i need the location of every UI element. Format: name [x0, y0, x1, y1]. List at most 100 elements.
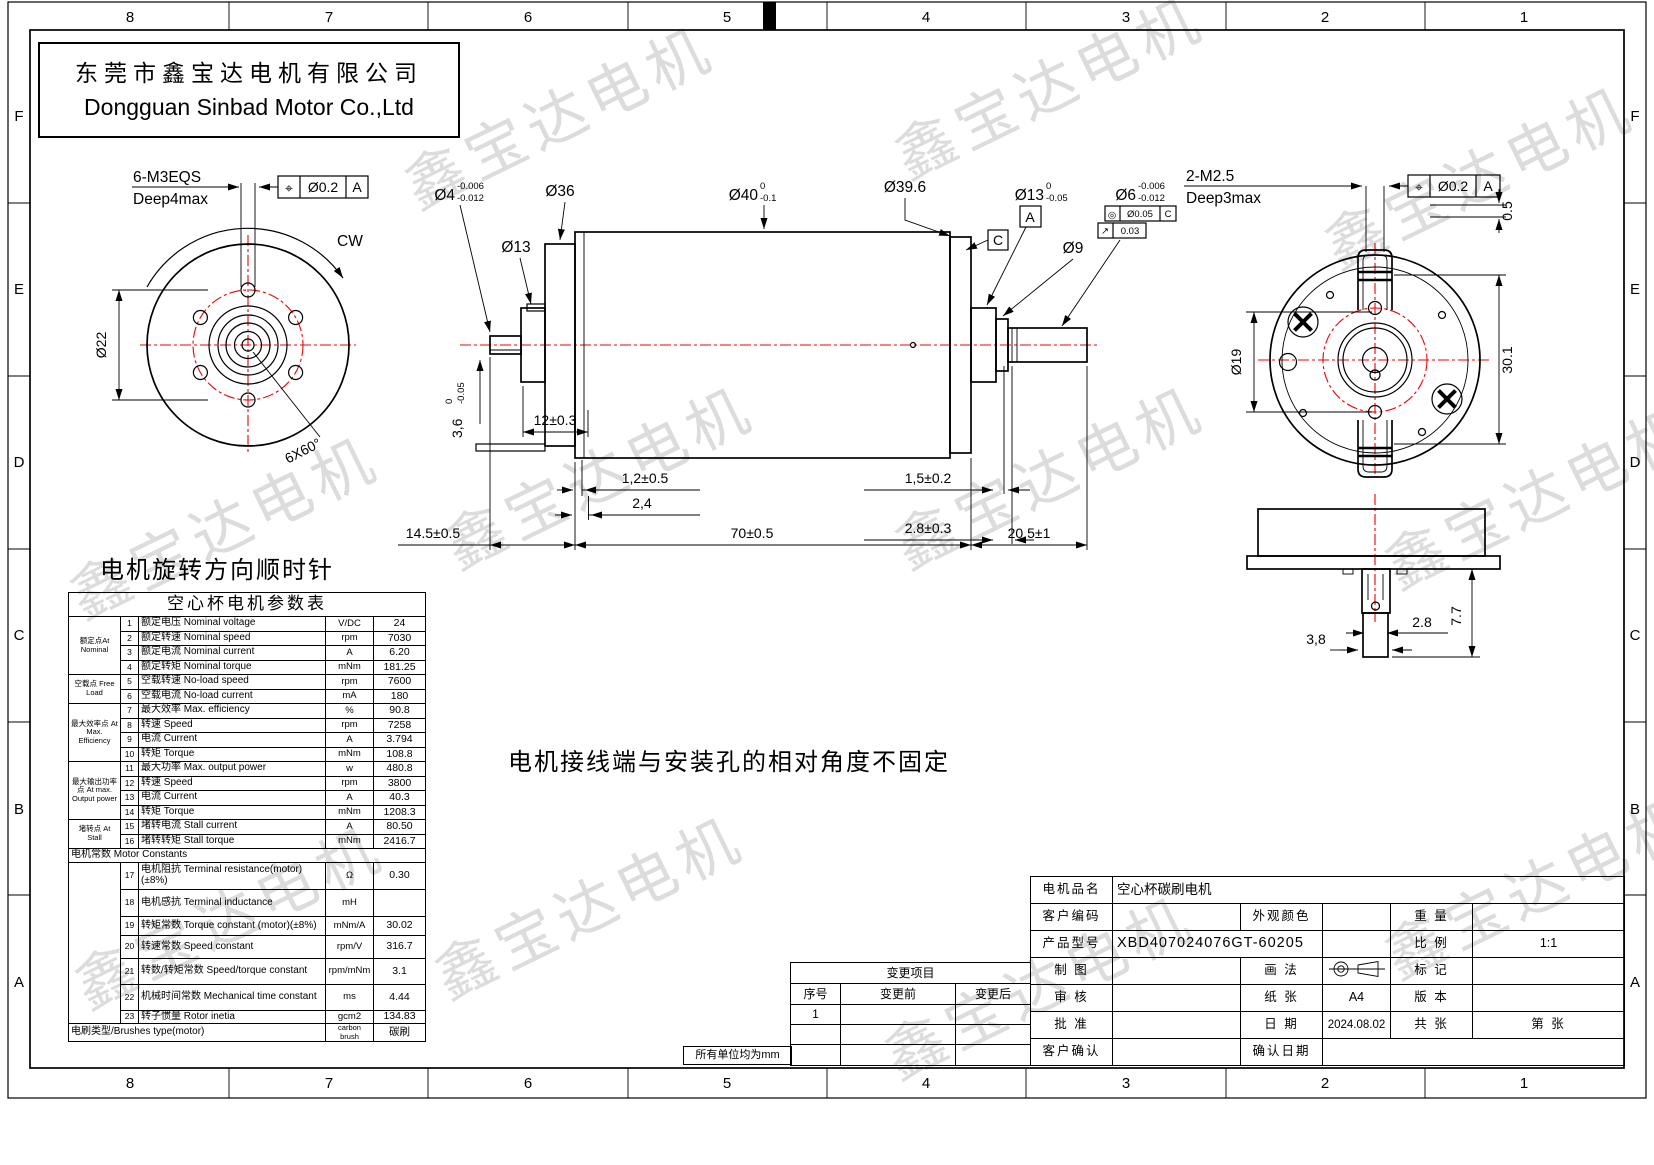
rear-depth-label: Deep3max: [1186, 190, 1261, 207]
svg-text:0: 0: [1046, 181, 1051, 192]
svg-text:⌖: ⌖: [1415, 179, 1423, 195]
svg-text:Ø0.2: Ø0.2: [308, 179, 339, 195]
motor-constants-section: 电机常数 Motor Constants: [68, 848, 426, 863]
company-name-cn: 东莞市鑫宝达电机有限公司: [75, 60, 423, 86]
param-group: 最大输出功率点 At max. Output power: [68, 761, 121, 820]
svg-text:-0.012: -0.012: [1138, 193, 1165, 204]
front-thread-label: 6-M3EQS: [133, 169, 201, 186]
svg-text:A: A: [352, 179, 362, 195]
dia6-label: Ø6: [1115, 187, 1136, 204]
svg-text:-0.05: -0.05: [456, 382, 467, 404]
center-mark: [763, 2, 776, 30]
svg-text:A: A: [1483, 178, 1493, 194]
cw-label: CW: [337, 233, 363, 250]
svg-text:8: 8: [126, 1075, 134, 1092]
company-name-en: Dongguan Sinbad Motor Co.,Ltd: [84, 94, 414, 120]
dim-3-6: 3,6 0 -0.05: [444, 360, 484, 438]
svg-text:E: E: [1630, 281, 1640, 298]
svg-text:4: 4: [922, 1075, 930, 1092]
svg-text:7: 7: [325, 9, 333, 26]
phillips-screw: [1287, 306, 1319, 338]
svg-text:A: A: [1630, 974, 1640, 991]
svg-text:1: 1: [1520, 9, 1528, 26]
svg-text:8: 8: [126, 9, 134, 26]
change-items-table: 变更项目 序号变更前变更后 1: [790, 962, 1031, 1066]
svg-text:B: B: [14, 801, 24, 818]
motor-name-label: 电机品名: [1030, 876, 1113, 904]
d2-8b-label: 2.8: [1412, 614, 1432, 630]
svg-text:Ø0.2: Ø0.2: [1438, 178, 1469, 194]
change-title: 变更项目: [790, 962, 1031, 984]
dia36-label: Ø36: [545, 183, 574, 200]
svg-text:C: C: [1630, 627, 1641, 644]
company-block: 东莞市鑫宝达电机有限公司 Dongguan Sinbad Motor Co.,L…: [38, 42, 460, 138]
svg-text:A: A: [14, 974, 24, 991]
d7-7-label: 7.7: [1448, 606, 1464, 626]
svg-text:5: 5: [723, 1075, 731, 1092]
svg-text:0: 0: [760, 181, 765, 192]
d30-1-label: 30.1: [1499, 346, 1515, 373]
svg-text:6: 6: [524, 9, 532, 26]
svg-text:B: B: [1630, 801, 1640, 818]
paper-size: A4: [1322, 984, 1391, 1012]
d0-5-label: 0.5: [1499, 201, 1515, 221]
date-value: 2024.08.02: [1322, 1011, 1391, 1039]
dia19-label: Ø19: [1228, 349, 1244, 376]
svg-text:20.5±1: 20.5±1: [1008, 525, 1051, 541]
svg-text:1,2±0.5: 1,2±0.5: [622, 470, 669, 486]
svg-text:70±0.5: 70±0.5: [731, 525, 774, 541]
svg-text:D: D: [1630, 454, 1641, 471]
side-fcf-runout: ↗ 0.03: [1097, 222, 1147, 239]
svg-text:3,6: 3,6: [449, 418, 465, 438]
dia13-rear-label: Ø13: [1015, 187, 1044, 204]
svg-text:3: 3: [1122, 1075, 1130, 1092]
param-group: 堵转点 At Stall: [68, 819, 121, 849]
front-fcf: ⌖ Ø0.2 A: [259, 175, 369, 199]
svg-text:7: 7: [325, 1075, 333, 1092]
side-view: Ø4 -0.006 -0.012 Ø13 Ø36 Ø40 0 -0.1 Ø39.…: [398, 179, 1177, 550]
svg-text:↗: ↗: [1101, 226, 1109, 237]
svg-text:2: 2: [1321, 1075, 1329, 1092]
title-block: 电机品名 空心杯碳刷电机 客户编码 外观颜色 重 量 产品型号 XBD40702…: [1030, 876, 1626, 1066]
svg-text:3: 3: [1122, 9, 1130, 26]
dia9-label: Ø9: [1063, 240, 1084, 257]
svg-text:Ø0.05: Ø0.05: [1127, 209, 1153, 220]
svg-text:F: F: [14, 108, 23, 125]
svg-text:1,5±0.2: 1,5±0.2: [905, 470, 952, 486]
svg-text:14.5±0.5: 14.5±0.5: [406, 525, 461, 541]
rear-view: 2-M2.5 Deep3max ⌖ Ø0.2 A Ø19 0.5: [1184, 168, 1515, 478]
projection-symbol: [1322, 957, 1391, 985]
svg-text:C: C: [14, 627, 25, 644]
zone-labels: 8 7 6 5 4 3 2 1 8 7 6 5 4 3 2 1 F E D C: [14, 9, 1641, 1092]
svg-text:-0.1: -0.1: [760, 193, 776, 204]
motor-name-value: 空心杯碳刷电机: [1111, 876, 1626, 904]
svg-text:-0.012: -0.012: [457, 193, 484, 204]
dia22-label: Ø22: [93, 332, 109, 359]
brush-type-row: 电刷类型/Brushes type(motor): [68, 1023, 326, 1042]
rear-fcf: ⌖ Ø0.2 A: [1389, 174, 1501, 198]
svg-text:C: C: [1165, 209, 1172, 220]
svg-text:0: 0: [444, 399, 455, 404]
param-group: 额定点At Nominal: [68, 616, 121, 675]
svg-text:◎: ◎: [1108, 210, 1117, 221]
svg-text:E: E: [14, 281, 24, 298]
svg-text:F: F: [1630, 108, 1639, 125]
sheet-border: 8 7 6 5 4 3 2 1 8 7 6 5 4 3 2 1 F E D C: [7, 1, 1647, 1099]
dia13-front-label: Ø13: [501, 239, 530, 256]
terminal-note: 电机接线端与安装孔的相对角度不固定: [508, 749, 950, 776]
bottom-partial-view: 3,8 2.8 7.7: [1246, 494, 1501, 658]
dia39-6-label: Ø39.6: [884, 179, 926, 196]
svg-text:-0.006: -0.006: [1138, 181, 1165, 192]
svg-text:D: D: [14, 454, 25, 471]
svg-text:2.8±0.3: 2.8±0.3: [905, 520, 952, 536]
svg-text:0.03: 0.03: [1121, 226, 1140, 237]
rear-thread-label: 2-M2.5: [1186, 168, 1234, 185]
scale-value: 1:1: [1471, 930, 1626, 958]
dia4-label: Ø4: [434, 187, 455, 204]
svg-text:4: 4: [922, 9, 930, 26]
side-fcf-coax: ◎ Ø0.05 C: [1104, 205, 1177, 222]
svg-text:2: 2: [1321, 9, 1329, 26]
